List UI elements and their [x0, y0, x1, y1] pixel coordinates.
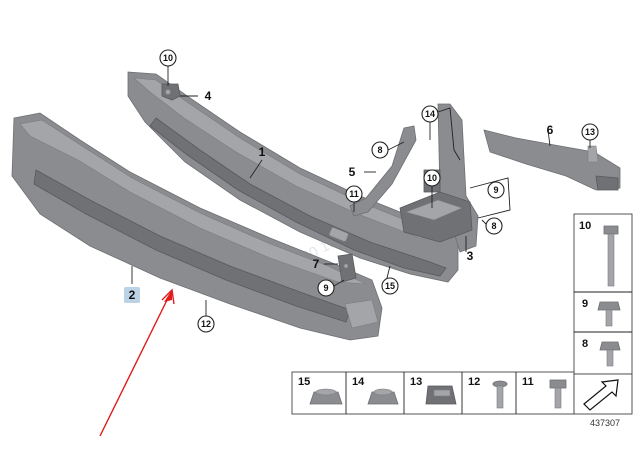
legend-cell-14: 14	[352, 376, 399, 405]
callout-13: 13	[581, 123, 599, 141]
legend-cell-8: 8	[582, 338, 621, 367]
svg-text:14: 14	[425, 109, 435, 119]
legend-cell-11: 11	[522, 376, 567, 409]
direction-arrow-icon	[583, 379, 619, 411]
callout-9-right: 9	[487, 181, 505, 199]
red-annotation-arrow	[99, 288, 175, 437]
part-label-2: 2	[129, 288, 136, 302]
diagram-id: 437307	[590, 418, 620, 428]
callout-11: 11	[345, 185, 363, 203]
svg-text:15: 15	[298, 376, 310, 388]
svg-text:15: 15	[385, 281, 395, 291]
part-label-6: 6	[547, 123, 554, 137]
svg-text:13: 13	[585, 127, 595, 137]
svg-text:13: 13	[410, 376, 422, 388]
svg-text:14: 14	[352, 376, 365, 388]
main-part-labels: 1 2 3 4 5 6 7	[124, 89, 554, 303]
svg-text:9: 9	[493, 185, 498, 195]
callout-12: 12	[197, 315, 215, 333]
legend-right-column: 10 9 8	[573, 213, 633, 375]
svg-text:10: 10	[579, 220, 591, 232]
svg-text:11: 11	[522, 376, 534, 388]
svg-text:8: 8	[582, 338, 588, 350]
callout-8-strut: 8	[371, 141, 389, 159]
svg-text:11: 11	[349, 189, 359, 199]
part-label-5: 5	[349, 165, 356, 179]
legend-cell-12: 12	[468, 376, 508, 409]
part-label-4: 4	[205, 89, 212, 103]
svg-text:8: 8	[377, 145, 382, 155]
support-strut-part-5	[349, 125, 417, 217]
callouts: 10 14 8 13 11 10 9 8	[159, 49, 599, 333]
part-label-7: 7	[313, 257, 320, 271]
part-label-1: 1	[259, 145, 266, 159]
leader-lines	[131, 66, 591, 318]
direction-arrow-box	[573, 373, 633, 415]
svg-text:10: 10	[163, 53, 173, 63]
plate-part-7	[337, 253, 357, 283]
callout-14: 14	[421, 105, 439, 123]
legend-cell-10: 10	[579, 220, 619, 287]
svg-text:8: 8	[491, 221, 496, 231]
side-bracket-part-6	[483, 129, 621, 191]
callout-10-top: 10	[159, 49, 177, 67]
foam-absorber-part	[11, 112, 383, 341]
legend-cell-15: 15	[298, 376, 343, 405]
part-label-3: 3	[467, 249, 474, 263]
svg-text:9: 9	[323, 283, 328, 293]
svg-text:9: 9	[582, 298, 588, 310]
legend-cell-9: 9	[582, 298, 621, 327]
clip-part-4	[161, 83, 181, 101]
svg-text:10: 10	[427, 173, 437, 183]
svg-text:12: 12	[468, 376, 480, 388]
callout-15: 15	[381, 277, 399, 295]
svg-text:12: 12	[201, 319, 211, 329]
callout-8-bracket: 8	[485, 217, 503, 235]
callout-10-bracket: 10	[423, 169, 441, 187]
bracket-part-3	[399, 103, 479, 253]
legend-bottom-row: 15 14 13 12 11	[291, 371, 575, 415]
callout-9-plate: 9	[317, 279, 335, 297]
part-label-2-highlight	[124, 287, 140, 303]
legend-cell-13: 13	[410, 376, 457, 405]
